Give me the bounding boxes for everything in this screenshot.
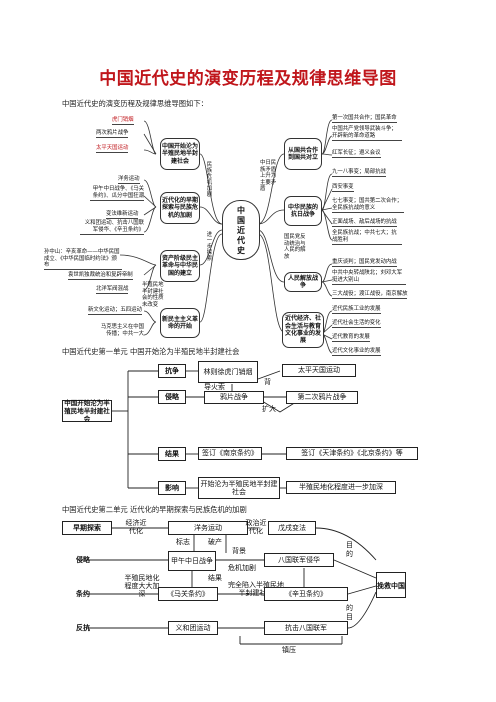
mindmap-center: 中国近代史 (222, 200, 260, 260)
mindmap-item: 近代民族工业的发展 (332, 306, 381, 315)
unit2-jingji: 经济近代化 (125, 519, 147, 535)
mindmap-item: 近代文化事业的发展 (332, 348, 381, 357)
mindmap-item: 洋务运动 (118, 176, 140, 185)
unit2-row-label: 条约 (76, 589, 90, 598)
intro-text: 中国近代史的演变历程及规律思维导图如下： (62, 99, 208, 108)
unit2-save-china: 挽救中国 (376, 572, 406, 598)
unit2-jieguo: 结果 (208, 574, 222, 582)
mindmap-item: 九一八事变；局部抗战 (332, 169, 386, 178)
page-title: 中国近代史的演变历程及规律思维导图 (99, 69, 397, 89)
unit1-nanjing: 签订《南京条约》 (198, 447, 262, 460)
mindmap-node-unit2: 近代化的早期探索与民族危机的加剧 (160, 192, 200, 224)
mindmap-item: 全民族抗战；中共七大；抗战胜利 (332, 230, 402, 245)
unit1-begin: 开始沦为半殖民地半封建社会 (198, 477, 280, 499)
mindmap-item: 北洋军阀混战 (96, 286, 129, 295)
unit2-beijing: 背景 (232, 547, 246, 555)
mindmap-node-unit5: 从国共合作到国共对立 (284, 138, 322, 170)
unit1-row-label: 影响 (158, 481, 186, 495)
mindmap-connectors (119, 119, 333, 354)
mindmap: 中国近代史 中国开始沦为半殖民地半封建社会 近代化的早期探索与民族危机的加剧 资… (44, 112, 438, 357)
unit2-wanquan: 完全陷入半殖民地半封建社会 (228, 581, 284, 597)
mindmap-node-unit8: 近代经济、社会生活与教育文化事业的发展 (282, 312, 324, 348)
unit1-heading: 中国近代史第一单元 中国开始沦为半殖民地半封建社会 (62, 347, 240, 356)
unit2-wuxu: 戊戌变法 (268, 521, 316, 535)
mindmap-side-label: 进一步探索 (206, 232, 213, 262)
mindmap-item: 七七事变；国共第二次合作；全民族抗战的意义 (332, 198, 404, 213)
unit2-heading: 中国近代史第二单元 近代化的早期探索与民族危机的加剧 (62, 505, 247, 514)
mindmap-item: 重庆谈判；国民党发动内战 (332, 259, 397, 268)
mindmap-node-unit7: 人民解放战争 (284, 272, 322, 292)
unit2-row-label: 反抗 (76, 623, 90, 632)
unit2-zhengzhi: 政治近代化 (245, 519, 267, 535)
unit1-row-label: 侵略 (158, 390, 186, 404)
unit2-biaozhi: 标志 (176, 538, 190, 546)
unit2-kangji: 抗击八国联军 (264, 621, 348, 635)
mindmap-item: 三大战役；渡江战役，南京解放 (332, 291, 408, 300)
unit2-maguan: 《马关条约》 (158, 587, 218, 601)
mindmap-item: 义和团运动、抗击八国联军侵华、《辛丑条约》 (80, 220, 144, 235)
mindmap-item: 正面战场、敌后战场的抗战 (332, 219, 397, 228)
unit1-daozhi: 导火索 (204, 383, 225, 391)
unit2-yangwu: 洋务运动 (168, 521, 248, 535)
unit1-main-box: 中国开始沦为半殖民地半封建社会 (62, 399, 112, 423)
mindmap-node-unit3: 资产阶级民主革命与中华民国的建立 (160, 250, 200, 282)
unit2-zhenya: 镇压 (282, 646, 296, 654)
unit2-yihetuan: 义和团运动 (168, 621, 218, 635)
mindmap-item: 中国共产党领导武装斗争；开辟新的革命道路 (332, 126, 402, 141)
unit1-row-label: 抗争 (158, 364, 186, 378)
unit1-kuoda: 扩大 (262, 405, 276, 413)
mindmap-item: 孙中山：辛亥革命——中华民国成立、《中华民国临时约法》颁布 (44, 249, 122, 271)
unit1-taiping: 太平天国运动 (282, 364, 356, 377)
unit2-pochan: 破产 (208, 538, 222, 546)
mindmap-side-label: 民族危机加剧 (206, 162, 213, 198)
unit2-baguo: 八国联军侵华 (264, 553, 334, 567)
unit1-yapian: 鸦片战争 (204, 391, 264, 404)
mindmap-item: 红军长征；遵义会议 (332, 150, 381, 159)
unit2-jiawu: 甲午中日战争 (168, 551, 216, 571)
unit1-linzexu: 林则徐虎门销烟 (198, 361, 258, 383)
mindmap-node-unit6: 中华民族的抗日战争 (284, 196, 322, 226)
unit1-row-label: 结果 (158, 447, 186, 461)
mindmap-item: 中共中央转战陕北；刘邓大军挺进大别山 (332, 270, 406, 285)
mindmap-item: 两次鸦片战争 (96, 130, 129, 139)
unit1-tianjin: 签订《天津条约》《北京条约》等 (286, 447, 418, 460)
mindmap-item: 袁世凯独裁统治和复辟帝制 (68, 272, 133, 281)
unit2-row-label: 侵略 (76, 555, 90, 564)
mindmap-item: 变法维新运动 (106, 211, 139, 220)
mindmap-node-unit4: 新民主主义革命的开始 (160, 308, 200, 338)
unit1-bei: 背 (264, 378, 271, 386)
unit2-mude1: 目的 (346, 541, 353, 558)
mindmap-item: 近代社会生活的变化 (332, 320, 381, 329)
mindmap-item: 近代教育的发展 (332, 334, 370, 343)
mindmap-item: 太平天国运动 (96, 145, 129, 154)
mindmap-side-label: 中日民族矛盾上升为主要矛盾 (260, 160, 277, 193)
mindmap-item: 甲午中日战争、《马关条约》、瓜分中国狂潮 (90, 186, 144, 201)
unit2-weiji: 危机加剧 (228, 564, 256, 572)
unit2-banzhimin: 半殖民地化程度大大加深 (124, 574, 160, 598)
mindmap-side-label: 国民党反动统治与人民的解放 (284, 234, 306, 260)
unit1-second-opium-war: 第二次鸦片战争 (286, 391, 358, 404)
mindmap-node-unit1: 中国开始沦为半殖民地半封建社会 (160, 138, 200, 170)
unit1-deepen: 半殖民地化程度进一步加深 (286, 481, 396, 494)
mindmap-item: 新文化运动；五四运动 (88, 307, 142, 316)
mindmap-item: 第一次国共合作；国民革命 (332, 115, 397, 124)
unit2-xinchou: 《辛丑条约》 (264, 587, 348, 601)
mindmap-item: 马克思主义在中国传播；中共一大 (100, 324, 144, 337)
mindmap-item: 虎门销烟 (112, 117, 134, 126)
unit2-row-label: 早期探索 (62, 521, 112, 535)
mindmap-side-label: 半殖民地半封建社会的性质未改变 (142, 282, 164, 308)
unit2-mude2: 的目 (346, 604, 353, 621)
mindmap-item: 西安事变 (332, 184, 354, 193)
